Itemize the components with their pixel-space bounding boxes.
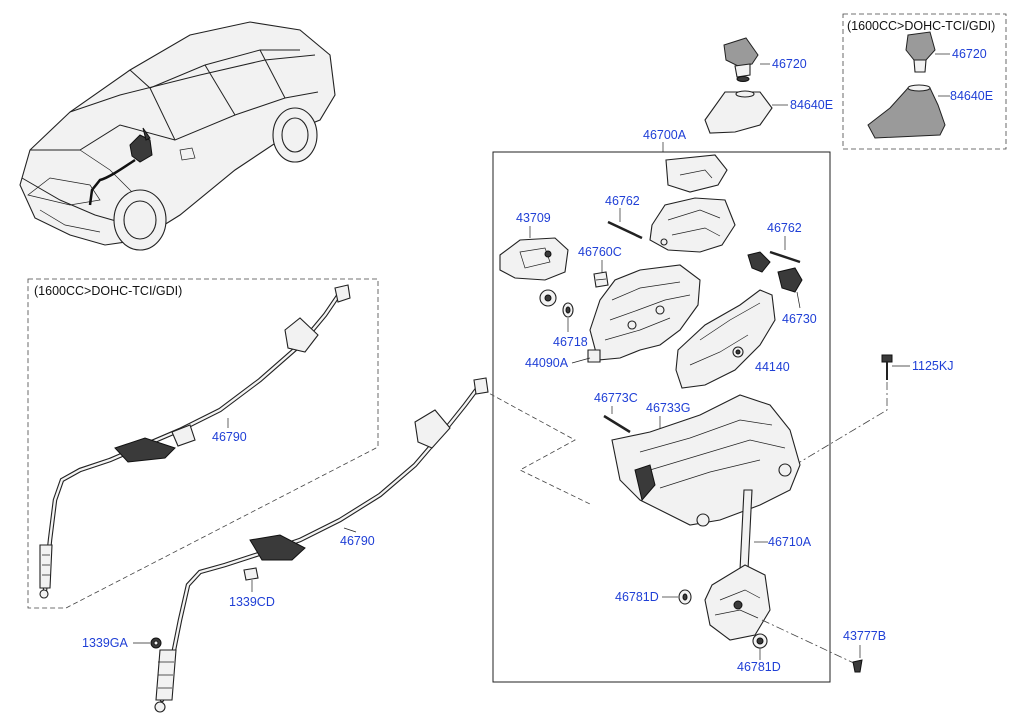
base-housing [611, 394, 801, 527]
shift-cable-variant [39, 284, 351, 599]
bushing-46718 [539, 289, 574, 318]
label-46790-variant[interactable]: 46790 [212, 430, 247, 444]
clip-1339cd [243, 567, 259, 581]
shift-cable [154, 377, 489, 713]
label-84640e[interactable]: 84640E [790, 98, 833, 112]
label-46720-variant[interactable]: 46720 [952, 47, 987, 61]
bracket-44090a [587, 264, 701, 363]
clip-46760c [593, 271, 609, 288]
pin-46773c [603, 414, 631, 434]
bushing-46781d-upper [678, 589, 692, 605]
label-46718[interactable]: 46718 [553, 335, 588, 349]
indicator-housing [649, 197, 736, 253]
label-46762-left[interactable]: 46762 [605, 194, 640, 208]
shift-knob [723, 37, 759, 82]
shift-lock-solenoid [499, 237, 569, 281]
label-1339ga[interactable]: 1339GA [82, 636, 129, 650]
cable-routing-line [482, 389, 593, 506]
label-43777b[interactable]: 43777B [843, 629, 886, 643]
label-46710a[interactable]: 46710A [768, 535, 812, 549]
label-46790[interactable]: 46790 [340, 534, 375, 548]
label-46781d-upper[interactable]: 46781D [615, 590, 659, 604]
label-46700a[interactable]: 46700A [643, 128, 687, 142]
label-46730[interactable]: 46730 [782, 312, 817, 326]
label-44140[interactable]: 44140 [755, 360, 790, 374]
label-46760c[interactable]: 46760C [578, 245, 622, 259]
lever-46730 [747, 251, 803, 293]
label-44090a[interactable]: 44090A [525, 356, 569, 370]
shift-boot-variant [867, 84, 946, 139]
label-46773c[interactable]: 46773C [594, 391, 638, 405]
label-1125kj[interactable]: 1125KJ [912, 359, 953, 373]
assembly-box-46700a [492, 151, 831, 683]
variant-note-left: (1600CC>DOHC-TCI/GDI) [34, 284, 182, 298]
variant-note-top: (1600CC>DOHC-TCI/GDI) [847, 19, 995, 33]
shift-lever-46710a [704, 489, 771, 641]
pin-46762-left [607, 220, 643, 240]
bushing-46781d-lower [752, 633, 768, 649]
label-84640e-variant[interactable]: 84640E [950, 89, 993, 103]
label-46781d-lower[interactable]: 46781D [737, 660, 781, 674]
variant-box-top [842, 13, 1007, 150]
label-46762-right[interactable]: 46762 [767, 221, 802, 235]
label-43709[interactable]: 43709 [516, 211, 551, 225]
pin-43777b [852, 659, 863, 673]
variant-box-left [27, 278, 379, 609]
vehicle-illustration [19, 21, 336, 251]
shift-knob-variant [905, 31, 936, 73]
label-46720[interactable]: 46720 [772, 57, 807, 71]
shift-boot-cover [704, 90, 773, 134]
indicator-top-piece [665, 154, 728, 193]
pin-46762-right [769, 250, 801, 264]
detent-plate-44140 [675, 289, 776, 389]
label-1339cd[interactable]: 1339CD [229, 595, 275, 609]
label-46733g[interactable]: 46733G [646, 401, 690, 415]
bolt-1125kj [881, 354, 893, 380]
nut-1339ga [150, 637, 162, 649]
